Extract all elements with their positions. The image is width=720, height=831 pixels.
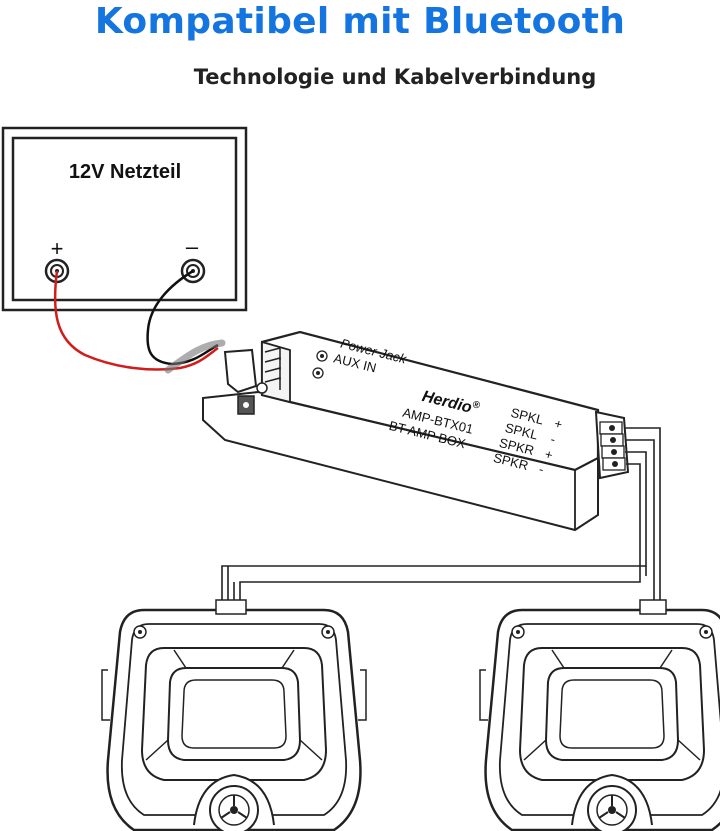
page-title: Kompatibel mit Bluetooth (94, 1, 626, 42)
trademark: ® (471, 399, 481, 412)
plus-sign: + (51, 236, 64, 261)
amplifier-box: Power Jack AUX IN Herdio® AMP-BTX01 BT A… (202, 330, 630, 532)
output-sign-2: - (549, 431, 557, 447)
output-sign-4: - (537, 461, 545, 477)
minus-sign: – (186, 234, 199, 259)
power-supply: 12V Netzteil + – (1, 126, 248, 312)
output-sign-3: + (543, 446, 554, 462)
output-sign-1: + (553, 416, 564, 432)
power-supply-label: 12V Netzteil (69, 161, 181, 183)
negative-wire (146, 269, 219, 366)
right-speaker (478, 608, 720, 831)
page-subtitle: Technologie und Kabelverbindung (193, 65, 597, 89)
speaker-terminal-block (594, 410, 630, 480)
positive-wire (53, 270, 219, 371)
left-speaker (100, 608, 368, 831)
